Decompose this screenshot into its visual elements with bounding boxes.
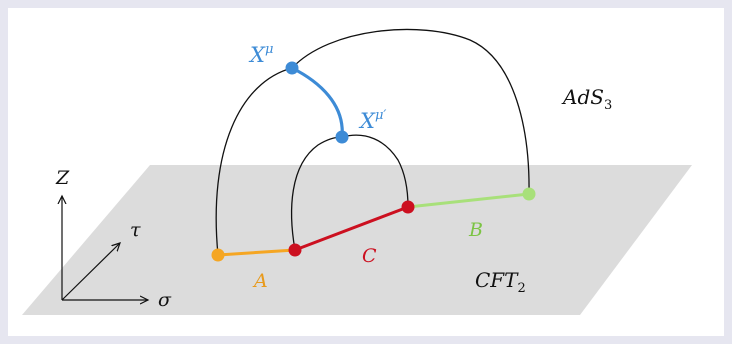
- x-mu-label: Xμ: [248, 42, 273, 67]
- interval-a-label: A: [252, 270, 268, 292]
- bulk-point-x-mu-prime: [335, 130, 349, 144]
- tau-axis-arrow: [61, 243, 120, 301]
- x-mu-label-base: X: [248, 43, 266, 67]
- ads3-label: AdS3: [561, 85, 612, 113]
- minimal-geodesic-segment: [290, 66, 344, 139]
- interval-c-right-endpoint: [401, 200, 415, 214]
- x-mu-prime-label-base: X: [358, 109, 376, 133]
- interval-a-left-endpoint: [211, 248, 225, 262]
- z-axis-label: Z: [55, 167, 70, 189]
- ads3-label-subscript: 3: [604, 98, 612, 113]
- tau-axis-label: τ: [130, 219, 141, 241]
- interval-a: [217, 248, 296, 257]
- interval-c-left-endpoint: [288, 243, 302, 257]
- sigma-axis-label: σ: [158, 289, 172, 311]
- x-mu-prime-label-superscript: μ′: [375, 108, 386, 123]
- interval-c: [294, 205, 409, 252]
- cft2-label: CFT2: [475, 268, 526, 296]
- bulk-point-x-mu: [285, 61, 299, 75]
- interval-c-label: C: [362, 245, 377, 267]
- outer-geodesic-left-arc: [215, 67, 293, 256]
- x-mu-label-superscript: μ: [265, 42, 273, 57]
- ads3-label-base: AdS: [561, 85, 604, 109]
- inner-geodesic-right-arc: [341, 134, 409, 208]
- interval-b-label: B: [468, 219, 483, 241]
- cft2-label-subscript: 2: [518, 281, 526, 296]
- interval-b-right-endpoint: [522, 187, 536, 201]
- outer-geodesic-top-arc: [291, 28, 530, 195]
- cft2-label-base: CFT: [475, 268, 519, 292]
- inner-geodesic-left-arc: [290, 136, 343, 251]
- x-mu-prime-label: Xμ′: [358, 108, 386, 133]
- interval-b: [407, 192, 530, 209]
- boundary-plane: [22, 165, 692, 315]
